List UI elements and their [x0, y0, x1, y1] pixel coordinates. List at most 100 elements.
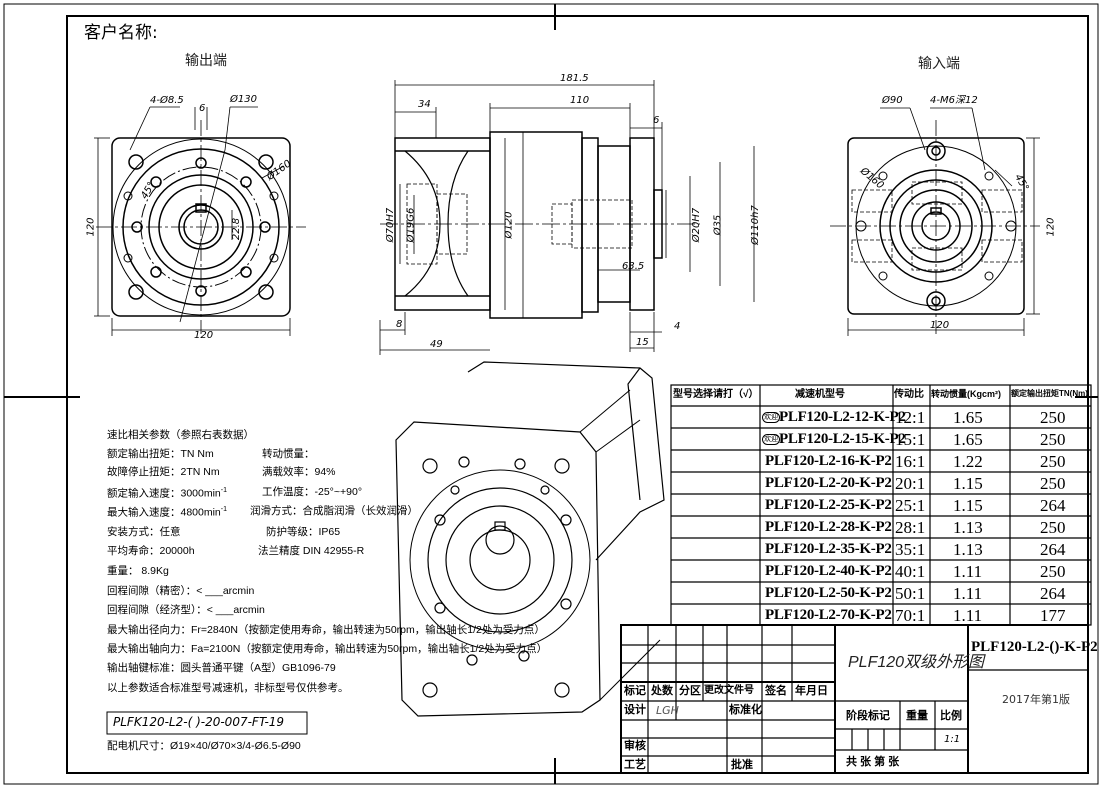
- ratio-cell-2: 16:1: [895, 452, 926, 471]
- param-note: 以上参数适合标准型号减速机，非标型号仅供参考。: [107, 682, 349, 694]
- model-cell-1: PLF120-L2-15-K-P2: [779, 431, 906, 447]
- side-step-dim: 6: [653, 115, 660, 126]
- side-d-body-dim: Ø120: [503, 211, 515, 239]
- model-cell-8: PLF120-L2-50-K-P2: [765, 585, 892, 601]
- side-total-dim: 181.5: [560, 73, 589, 84]
- torque-cell-7: 250: [1040, 562, 1066, 581]
- inertia-cell-2: 1.22: [953, 452, 983, 471]
- tb-header-mark: 标记: [624, 685, 646, 697]
- code-box: [106, 711, 308, 735]
- input-end-label: 输入端: [918, 55, 960, 71]
- input-height-dim: 120: [1045, 217, 1057, 237]
- tb-approve: 批准: [731, 759, 753, 771]
- param-temp: 工作温度：-25°~+90°: [262, 486, 363, 498]
- input-width-dim: 120: [930, 320, 950, 331]
- side-body-dim: 110: [570, 95, 590, 106]
- front-shaft-dim: 22.8: [231, 217, 243, 241]
- param-ip: 防护等级：IP65: [266, 526, 341, 538]
- table-header-ratio: 传动比: [894, 389, 924, 400]
- tb-design: 设计: [624, 704, 646, 716]
- ratio-cell-1: 15:1: [895, 430, 926, 449]
- title-block-grid: [620, 624, 1089, 774]
- front-height-dim: 120: [85, 217, 97, 237]
- ratio-cell-3: 20:1: [895, 474, 926, 493]
- model-cell-9: PLF120-L2-70-K-P2: [765, 607, 892, 623]
- params-heading: 速比相关参数（参照右表数据）: [107, 429, 254, 441]
- title-model: PLF120-L2-()-K-P2: [971, 639, 1098, 655]
- inertia-cell-9: 1.11: [953, 606, 983, 625]
- model-cell-3: PLF120-L2-20-K-P2: [765, 475, 892, 491]
- input-pcd-dim: Ø90: [882, 95, 903, 106]
- param-life: 平均寿命：20000h: [107, 545, 195, 557]
- model-cell-7: PLF120-L2-40-K-P2: [765, 563, 892, 579]
- side-seg49-dim: 49: [430, 339, 443, 350]
- tb-sheets: 共 张 第 张: [846, 756, 900, 768]
- model-cell-0: PLF120-L2-12-K-P2: [779, 409, 906, 425]
- tb-standard: 标准化: [729, 704, 762, 716]
- param-axial-force: 最大输出轴向力：Fa=2100N（按额定使用寿命，输出转速为50rpm，输出轴长…: [107, 643, 548, 655]
- inertia-cell-7: 1.11: [953, 562, 983, 581]
- model-cell-6: PLF120-L2-35-K-P2: [765, 541, 892, 557]
- table-header-inertia: 转动惯量(Kgcm²): [931, 389, 1001, 399]
- torque-cell-0: 250: [1040, 408, 1066, 427]
- inertia-cell-1: 1.65: [953, 430, 983, 449]
- code-box-text: PLFK120-L2-( )-20-007-FT-19: [113, 715, 285, 729]
- side-view: [394, 131, 663, 319]
- tb-review: 审核: [624, 740, 646, 752]
- torque-cell-8: 264: [1040, 584, 1066, 603]
- param-max-speed: 最大输入速度：4800min-1: [107, 506, 228, 519]
- torque-cell-1: 250: [1040, 430, 1066, 449]
- param-rated-speed: 额定输入速度：3000min-1: [107, 487, 228, 500]
- side-seg34-dim: 34: [418, 99, 431, 110]
- tb-header-date: 年月日: [795, 685, 828, 697]
- tb-stage: 阶段标记: [846, 710, 890, 722]
- tb-scale: 比例: [940, 710, 962, 722]
- drawing-name: PLF120双级外形图: [848, 654, 985, 671]
- tb-scale-value: 1:1: [944, 734, 961, 745]
- side-seg15-dim: 15: [636, 337, 649, 348]
- ratio-cell-8: 50:1: [895, 584, 926, 603]
- inertia-cell-3: 1.15: [953, 474, 983, 493]
- side-d-pilot-dim: Ø35: [712, 214, 724, 236]
- ratio-cell-6: 35:1: [895, 540, 926, 559]
- welcome-stamp-0: 欢迎: [762, 412, 780, 423]
- title-version: 2017年第1版: [1002, 693, 1070, 706]
- table-header-select: 型号选择请打（√）: [673, 389, 759, 400]
- tb-header-zone: 分区: [679, 685, 701, 697]
- torque-cell-2: 250: [1040, 452, 1066, 471]
- side-d-input-dim: Ø20H7: [691, 207, 703, 243]
- inertia-cell-8: 1.11: [953, 584, 983, 603]
- param-efficiency: 满载效率：94%: [262, 466, 336, 478]
- model-cell-4: PLF120-L2-25-K-P2: [765, 497, 892, 513]
- ratio-cell-0: 12:1: [895, 408, 926, 427]
- param-inertia: 转动惯量：: [262, 448, 315, 460]
- tb-header-count: 处数: [651, 685, 673, 697]
- inertia-cell-0: 1.65: [953, 408, 983, 427]
- param-rated-torque: 额定输出扭矩：TN Nm: [107, 448, 214, 460]
- ratio-cell-7: 40:1: [895, 562, 926, 581]
- model-table-grid: [670, 384, 1092, 626]
- side-d-output-dim: Ø70H7: [385, 207, 397, 243]
- table-header-torque: 额定输出扭矩TN(Nm): [1011, 389, 1088, 398]
- inertia-cell-4: 1.15: [953, 496, 983, 515]
- tb-header-sign: 签名: [765, 685, 787, 697]
- model-cell-2: PLF120-L2-16-K-P2: [765, 453, 892, 469]
- front-pcd-dim: Ø130: [230, 94, 257, 105]
- param-emergency-torque: 故障停止扭矩：2TN Nm: [107, 466, 220, 478]
- welcome-stamp-1: 欢迎: [762, 434, 780, 445]
- tb-designer: LGH: [656, 704, 679, 717]
- side-len-dim: 63.5: [622, 261, 645, 272]
- side-seg4-dim: 4: [674, 321, 681, 332]
- torque-cell-6: 264: [1040, 540, 1066, 559]
- torque-cell-5: 250: [1040, 518, 1066, 537]
- param-backlash-economy: 回程间隙（经济型）：< ___arcmin: [107, 604, 265, 616]
- isometric-view: [395, 361, 665, 717]
- torque-cell-3: 250: [1040, 474, 1066, 493]
- tb-header-change: 更改文件号: [704, 685, 754, 696]
- param-lube: 润滑方式：合成脂润滑（长效润滑）: [250, 505, 418, 517]
- ratio-cell-9: 70:1: [895, 606, 926, 625]
- param-backlash-precise: 回程间隙（精密）：< ___arcmin: [107, 585, 255, 597]
- param-radial-force: 最大输出径向力：Fr=2840N（按额定使用寿命，输出转速为50rpm，输出轴长…: [107, 624, 545, 636]
- side-d-inner-dim: Ø19G6: [405, 207, 417, 243]
